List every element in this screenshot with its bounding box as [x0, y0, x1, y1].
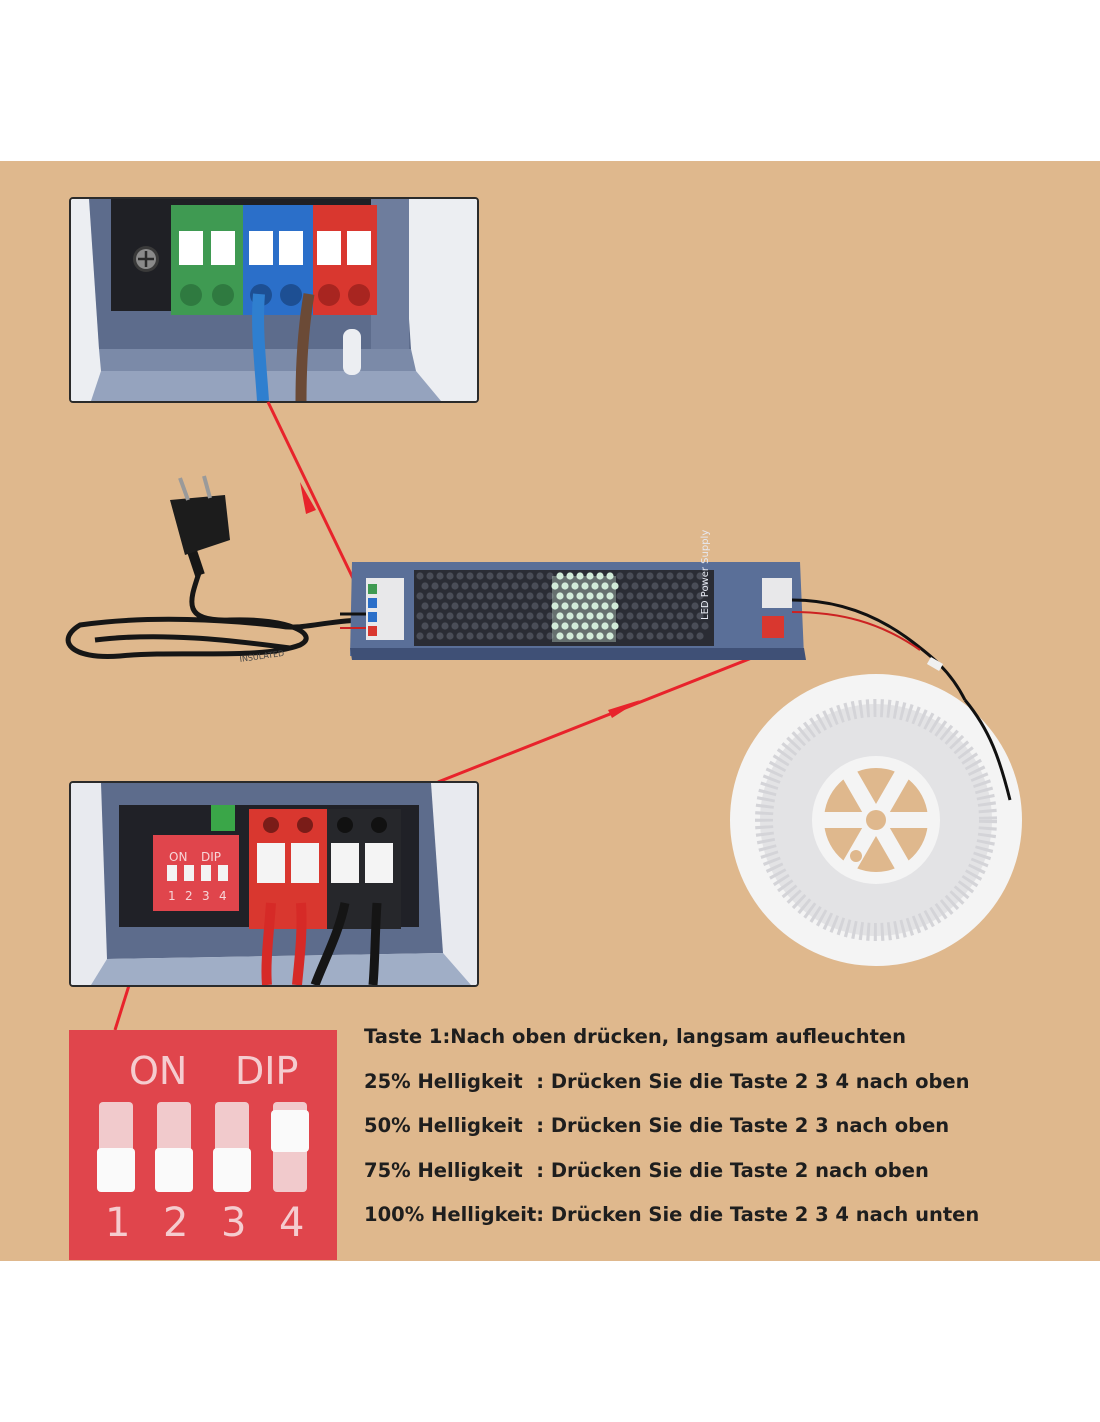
red-output-terminal	[249, 809, 327, 929]
dip-switch-3	[213, 1102, 251, 1192]
dip-small-num-3: 3	[202, 889, 210, 903]
dip-zoom-dip-label: DIP	[235, 1049, 298, 1093]
dip-switch-closeup: ON DIP 1 2 3 4	[69, 1030, 337, 1260]
ac-input-terminal-closeup	[69, 197, 479, 403]
black-output-terminal	[327, 809, 401, 929]
dip-instructions: Taste 1:Nach oben drücken, langsam aufle…	[364, 1021, 1064, 1244]
dip-switch-2	[155, 1102, 193, 1192]
blue-terminal-block	[243, 205, 313, 315]
led-strip-reel	[730, 657, 1022, 966]
instruction-line-4: 75% Helligkeit : Drücken Sie die Taste 2…	[364, 1158, 929, 1182]
dip-small-num-4: 4	[219, 889, 227, 903]
instruction-line-1: Taste 1:Nach oben drücken, langsam aufle…	[364, 1025, 907, 1048]
power-supply-unit: LED Power Supply	[340, 530, 967, 701]
red-terminal-block	[313, 205, 377, 315]
dip-zoom-num-1: 1	[105, 1200, 130, 1246]
dip-zoom-num-2: 2	[163, 1200, 188, 1246]
dip-zoom-num-3: 3	[221, 1200, 246, 1246]
dc-output-terminal-closeup: ON DIP 1 2 3 4	[69, 781, 479, 987]
dip-switch-4	[271, 1102, 309, 1192]
dip-small-on-label: ON	[169, 850, 187, 864]
instruction-line-3: 50% Helligkeit : Drücken Sie die Taste 2…	[364, 1114, 950, 1137]
power-supply-label: LED Power Supply	[700, 530, 711, 620]
green-terminal-block	[171, 205, 243, 315]
dip-small-num-2: 2	[185, 889, 193, 903]
dip-zoom-on-label: ON	[129, 1049, 187, 1093]
dip-switch-1	[97, 1102, 135, 1192]
power-plug: INSULATED	[65, 475, 361, 664]
instruction-line-5: 100% Helligkeit: Drücken Sie die Taste 2…	[364, 1203, 980, 1226]
ventilation-grid	[416, 572, 709, 640]
dip-small-dip-label: DIP	[201, 850, 221, 864]
dip-switch-small: ON DIP 1 2 3 4	[153, 835, 239, 911]
instruction-line-2: 25% Helligkeit : Drücken Sie die Taste 2…	[364, 1069, 970, 1093]
dip-zoom-num-4: 4	[279, 1200, 304, 1246]
dip-small-num-1: 1	[168, 889, 176, 903]
